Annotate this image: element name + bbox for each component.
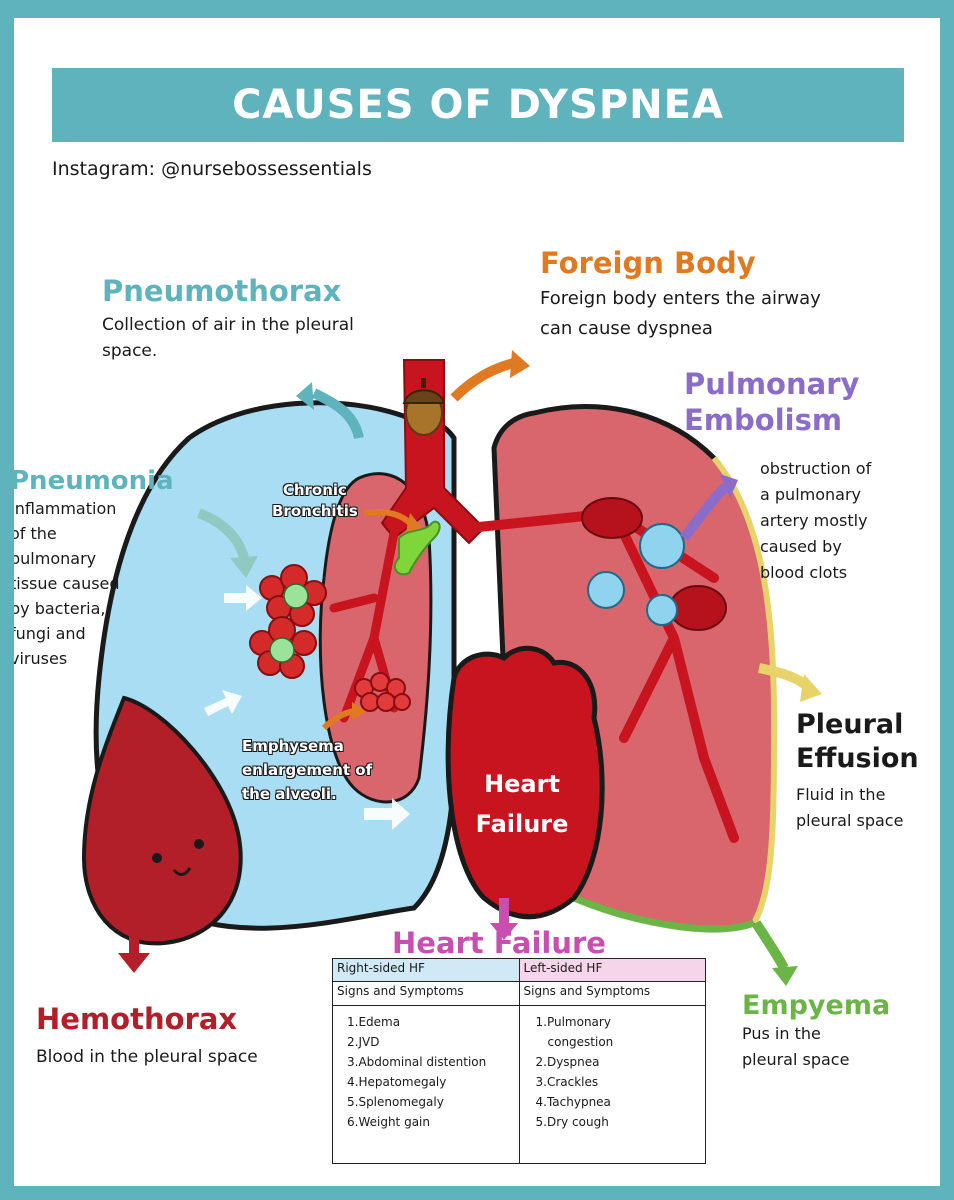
airflow-arrows [204, 585, 410, 830]
hemothorax-blood-drop [81, 695, 243, 946]
acorn-foreign-body [402, 378, 446, 436]
chronic-bronchitis-line-1: Chronic [282, 481, 347, 499]
page-title: CAUSES OF DYSPNEA [232, 82, 724, 128]
air-emboli [587, 523, 685, 626]
right-hf-header: Right-sided HF [332, 957, 520, 983]
right-hf-item: 2.JVD [347, 1034, 380, 1049]
chronic-bronchitis-line-2: Bronchitis [272, 502, 358, 520]
right-hf-item: 5.Splenomegaly [347, 1094, 444, 1109]
right-hf-item: 1.Edema [347, 1014, 401, 1029]
left-hf-item: 4.Tachypnea [535, 1094, 611, 1109]
heart-failure-line-2: Failure [475, 810, 569, 838]
embolism-desc-5: blood clots [760, 563, 848, 582]
heart-failure-title: Heart Failure [392, 926, 606, 960]
pleural-effusion-block: Pleural Effusion Fluid in the pleural sp… [796, 708, 919, 834]
pneumonia-desc-2: of the [14, 524, 57, 543]
foreign-body-desc-2: can cause dyspnea [540, 318, 713, 339]
pleural-effusion-desc-2: pleural space [796, 811, 904, 830]
hemothorax-block: Hemothorax Blood in the pleural space [36, 1002, 258, 1070]
emphysema-line-1: Emphysema [242, 737, 344, 755]
title-banner: CAUSES OF DYSPNEA [52, 68, 904, 142]
pneumonia-desc-4: tissue caused [14, 574, 120, 593]
empyema-title: Empyema [742, 990, 891, 1021]
pleural-effusion-desc-1: Fluid in the [796, 785, 886, 804]
infographic-card: CAUSES OF DYSPNEA Instagram: @nursebosse… [14, 18, 940, 1186]
pulmonary-embolism-block: Pulmonary Embolism [684, 366, 859, 438]
left-hf-item: 3.Crackles [535, 1074, 599, 1089]
pneumothorax-title: Pneumothorax [102, 274, 342, 308]
bronchitis-mucus [393, 520, 441, 576]
right-hf-item: 3.Abdominal distention [347, 1054, 487, 1069]
empyema-desc-2: pleural space [742, 1050, 850, 1069]
right-hf-symptoms: 1.Edema 2.JVD 3.Abdominal distention 4.H… [332, 1004, 520, 1165]
empyema-block: Empyema Pus in the pleural space [742, 990, 890, 1073]
empyema-desc-1: Pus in the [742, 1024, 821, 1043]
embolism-desc-4: caused by [760, 537, 842, 556]
empyema-arrow [751, 920, 789, 971]
emphysema-line-2: enlargement of [242, 761, 373, 779]
pneumonia-title: Pneumonia [14, 466, 174, 496]
left-hf-item: 5.Dry cough [535, 1114, 609, 1129]
right-hf-subheader: Signs and Symptoms [332, 981, 520, 1006]
chronic-bronchitis-label: Chronic Bronchitis [272, 480, 358, 522]
foreign-body-arrow [450, 358, 516, 402]
foreign-body-desc-1: Foreign body enters the airway [540, 288, 821, 309]
pneumonia-alveoli [249, 564, 327, 679]
embolism-desc-1: obstruction of [760, 459, 872, 478]
heart-failure-center-label: Heart Failure [462, 764, 582, 844]
pneumonia-desc-6: fungi and [14, 624, 86, 643]
pneumonia-desc-5: by bacteria, [14, 599, 106, 618]
left-hf-item: 1.Pulmonary [535, 1014, 611, 1029]
pneumonia-desc-7: viruses [14, 649, 68, 668]
drop-face [152, 839, 204, 876]
pneumothorax-desc-2: space. [102, 341, 158, 361]
pneumothorax-arrow [311, 388, 364, 440]
pneumonia-desc-1: Inflammation [14, 499, 117, 518]
instagram-credit: Instagram: @nursebossessentials [52, 158, 372, 180]
emphysema-label: Emphysema enlargement of the alveoli. [242, 734, 372, 806]
pneumothorax-desc-1: Collection of air in the pleural [102, 315, 354, 335]
embolism-desc-block: obstruction of a pulmonary artery mostly… [760, 456, 871, 586]
embolism-desc-2: a pulmonary [760, 485, 861, 504]
pneumonia-desc-3: pulmonary [14, 549, 97, 568]
left-hf-item: 2.Dyspnea [535, 1054, 600, 1069]
pneumonia-arrow [197, 508, 249, 560]
emphysema-alveoli [354, 672, 411, 712]
emphysema-line-3: the alveoli. [242, 785, 337, 803]
pleural-lining [711, 456, 778, 925]
embolism-title-1: Pulmonary [684, 367, 860, 401]
pleural-effusion-title-2: Effusion [796, 743, 919, 774]
bronchitis-arrow [363, 508, 413, 526]
empyema-lining [572, 894, 756, 933]
left-hf-header: Left-sided HF [518, 957, 706, 983]
right-hf-item: 6.Weight gain [347, 1114, 430, 1129]
hemothorax-desc: Blood in the pleural space [36, 1047, 258, 1067]
embolism-title-2: Embolism [684, 403, 843, 437]
pneumonia-block: Pneumonia Inflammation of the pulmonary … [14, 466, 174, 671]
embolism-arrow [680, 482, 730, 542]
heart-failure-line-1: Heart [484, 770, 560, 798]
lungs-illustration [81, 350, 822, 986]
emphysema-arrow [321, 708, 355, 731]
hemothorax-title: Hemothorax [36, 1002, 238, 1036]
pneumothorax-block: Pneumothorax Collection of air in the pl… [102, 274, 354, 364]
heart [445, 645, 605, 920]
left-hf-symptoms: 1.Pulmonary congestion 2.Dyspnea 3.Crack… [518, 1004, 706, 1165]
embolism-desc-3: artery mostly [760, 511, 868, 530]
left-hf-item: congestion [547, 1034, 614, 1049]
right-hf-item: 4.Hepatomegaly [347, 1074, 447, 1089]
foreign-body-title: Foreign Body [540, 246, 756, 280]
heart-failure-table: Right-sided HF Left-sided HF Signs and S… [332, 957, 706, 1165]
pleural-effusion-title-1: Pleural [796, 709, 904, 740]
left-hf-subheader: Signs and Symptoms [518, 981, 706, 1006]
foreign-body-block: Foreign Body Foreign body enters the air… [540, 246, 821, 344]
